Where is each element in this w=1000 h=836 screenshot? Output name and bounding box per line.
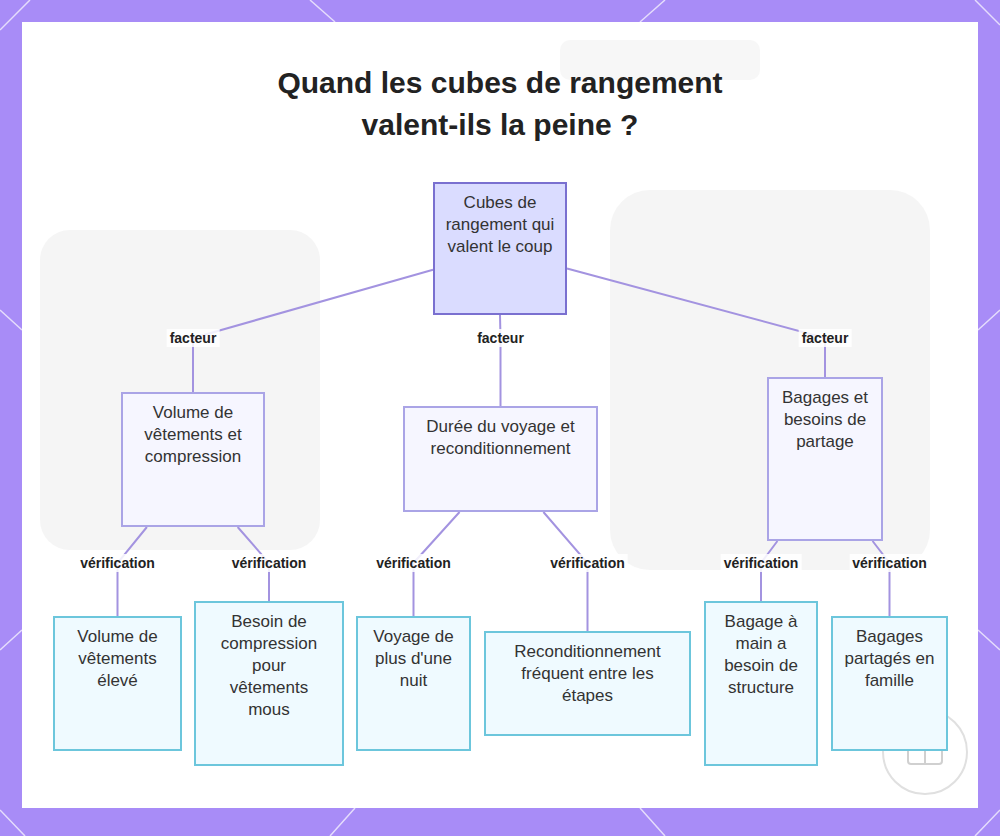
check-box: Besoin de compression pour vêtements mou… [194,601,344,766]
check-box: Bagage à main a besoin de structure [704,601,818,766]
node-text: Besoin de compression pour vêtements mou… [214,611,324,721]
connector-line [873,541,890,616]
node-text: Volume de vêtements et compression [133,402,253,468]
edge-label: vérification [229,554,310,572]
edge-label: facteur [799,329,852,347]
faded-background [40,40,930,570]
edge-label: vérification [77,554,158,572]
node-text: Bagage à main a besoin de structure [713,611,809,699]
node-text: Durée du voyage et reconditionnement [426,416,576,460]
node-text: Voyage de plus d'une nuit [368,626,460,692]
edge-label: vérification [849,554,930,572]
factor-box: Durée du voyage et reconditionnement [403,406,598,512]
factor-box: Bagages et besoins de partage [767,377,883,541]
node-text: Cubes de rangement qui valent le coup [445,192,555,258]
check-box: Volume de vêtements élevé [53,616,182,751]
edge-label: facteur [474,329,527,347]
edge-label: vérification [373,554,454,572]
connector-line [567,268,825,377]
node-text: Volume de vêtements élevé [68,626,168,692]
factor-box: Volume de vêtements et compression [121,392,265,527]
root-box: Cubes de rangement qui valent le coup [433,182,567,315]
connector-line [193,270,433,392]
node-text: Reconditionnement fréquent entre les éta… [498,641,678,707]
edge-label: facteur [167,329,220,347]
node-text: Bagages partagés en famille [844,626,936,692]
check-box: Bagages partagés en famille [831,616,948,751]
check-box: Voyage de plus d'une nuit [356,616,471,751]
node-text: Bagages et besoins de partage [779,387,871,453]
edge-label: vérification [721,554,802,572]
check-box: Reconditionnement fréquent entre les éta… [484,631,691,736]
diagram-title: Quand les cubes de rangement valent-ils … [250,62,750,146]
white-panel [22,22,978,808]
edge-label: vérification [547,554,628,572]
